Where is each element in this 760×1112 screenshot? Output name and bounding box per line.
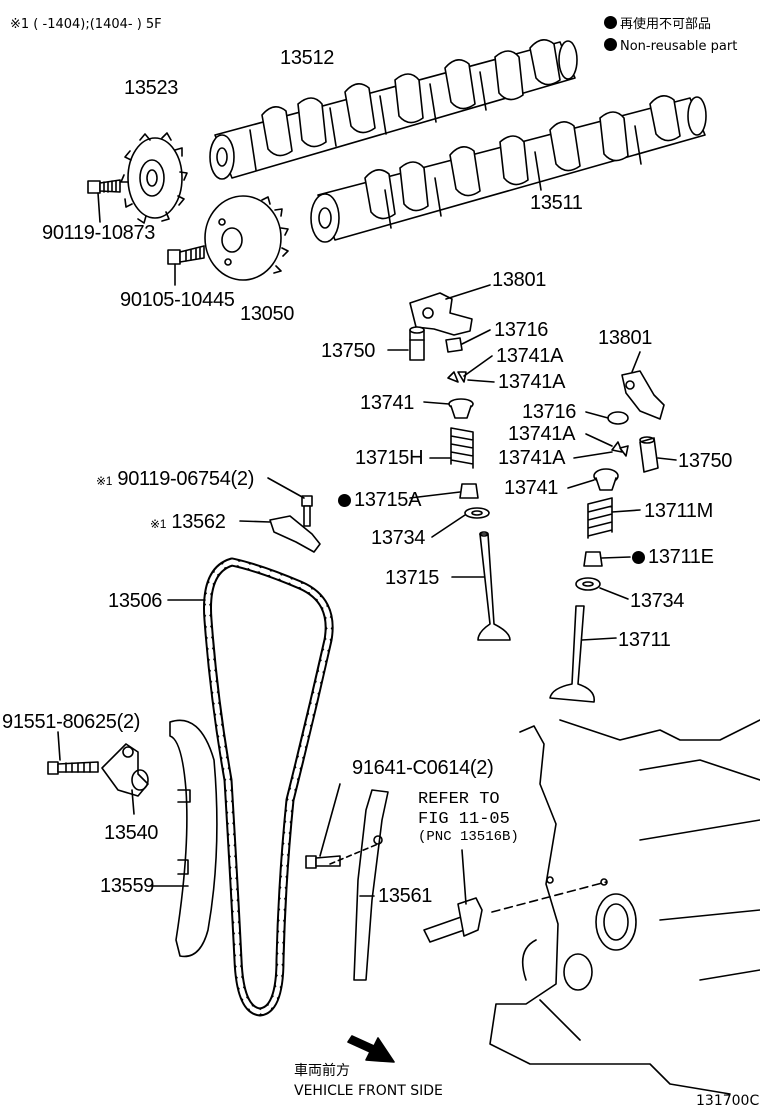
applicability-note: ※1 ( -1404);(1404- ) 5F bbox=[10, 17, 162, 32]
engine-block-drawing bbox=[489, 719, 760, 1095]
part-label-13741A-left-1[interactable]: 13741A bbox=[496, 345, 564, 367]
chain-guide-13561-drawing bbox=[353, 789, 389, 981]
lash-adjuster-13750-right-drawing bbox=[639, 436, 677, 473]
non-reusable-dot-icon bbox=[604, 38, 617, 51]
intake-valve-13711-drawing bbox=[549, 605, 617, 703]
non-reusable-dot-icon bbox=[632, 551, 645, 564]
part-label-91641-C0614[interactable]: 91641-C0614(2) bbox=[352, 757, 494, 779]
valve-spring-13711M-drawing bbox=[587, 497, 641, 539]
legend-jp-label: 再使用不可部品 bbox=[620, 17, 712, 32]
valve-cap-13716-right-drawing bbox=[585, 411, 629, 425]
valve-spring-13715H-drawing bbox=[429, 427, 474, 469]
valve-cap-13716-left-drawing bbox=[445, 329, 491, 353]
part-label-13711[interactable]: 13711 bbox=[618, 629, 671, 651]
bolt-91551-80625-drawing bbox=[47, 731, 99, 775]
part-label-13711E[interactable]: 13711E bbox=[632, 547, 714, 567]
part-label-90119-06754-text: 90119-06754(2) bbox=[117, 468, 255, 490]
part-label-13562-text: 13562 bbox=[171, 511, 226, 533]
part-label-13716-left[interactable]: 13716 bbox=[494, 319, 549, 341]
part-label-13540[interactable]: 13540 bbox=[104, 822, 159, 844]
bolt-90105-10445-drawing bbox=[167, 245, 205, 286]
part-label-90105-10445[interactable]: 90105-10445 bbox=[120, 289, 235, 311]
direction-jp: 車両前方 bbox=[294, 1063, 350, 1079]
part-label-13741A-right-1[interactable]: 13741A bbox=[508, 423, 576, 445]
rocker-arm-13801-right-drawing bbox=[621, 351, 665, 420]
part-label-13711M[interactable]: 13711M bbox=[644, 500, 713, 522]
part-label-13715[interactable]: 13715 bbox=[385, 567, 440, 589]
spring-seat-13734-right-drawing bbox=[575, 577, 629, 600]
spring-retainer-13741-left-drawing bbox=[423, 398, 474, 419]
part-label-13750-right[interactable]: 13750 bbox=[678, 450, 733, 472]
lash-adjuster-13750-left-drawing bbox=[387, 326, 425, 361]
part-label-13734-left[interactable]: 13734 bbox=[371, 527, 426, 549]
reference-line-2: FIG 11-05 bbox=[418, 809, 510, 829]
part-label-90119-06754[interactable]: ※1 90119-06754(2) bbox=[96, 469, 254, 489]
part-label-13734-right[interactable]: 13734 bbox=[630, 590, 685, 612]
spring-seat-13734-left-drawing bbox=[431, 507, 490, 538]
part-label-13750-left[interactable]: 13750 bbox=[321, 340, 376, 362]
valve-seal-13711E-drawing bbox=[583, 551, 631, 567]
part-label-91551-80625[interactable]: 91551-80625(2) bbox=[2, 711, 141, 733]
part-label-13741-right[interactable]: 13741 bbox=[504, 477, 559, 499]
bolt-90119-10873-drawing bbox=[87, 179, 121, 223]
part-label-13050[interactable]: 13050 bbox=[240, 303, 295, 325]
exhaust-valve-13715-drawing bbox=[451, 531, 511, 641]
part-label-13512[interactable]: 13512 bbox=[280, 47, 335, 69]
retainer-lock-13741A-right-drawing bbox=[573, 433, 629, 459]
part-label-13715A[interactable]: 13715A bbox=[338, 490, 421, 510]
part-label-13559[interactable]: 13559 bbox=[100, 875, 155, 897]
rocker-arm-13801-left-drawing bbox=[409, 284, 491, 336]
part-label-13715A-text: 13715A bbox=[354, 489, 422, 511]
non-reusable-dot-icon bbox=[338, 494, 351, 507]
part-label-13741A-right-2[interactable]: 13741A bbox=[498, 447, 566, 469]
sprocket-13523-drawing bbox=[120, 132, 188, 224]
spring-retainer-13741-right-drawing bbox=[567, 468, 619, 491]
note-marker: ※1 bbox=[96, 474, 113, 488]
chain-slipper-13559-drawing bbox=[149, 719, 218, 958]
bolt-90119-06754-drawing bbox=[267, 477, 313, 527]
retainer-lock-13741A-left-drawing bbox=[447, 355, 495, 383]
camshaft-13511-drawing bbox=[310, 95, 707, 243]
direction-en: VEHICLE FRONT SIDE bbox=[294, 1083, 443, 1099]
tensioner-13540-drawing bbox=[101, 743, 149, 815]
camshaft-13512-drawing bbox=[209, 39, 578, 180]
part-label-13523[interactable]: 13523 bbox=[124, 77, 179, 99]
part-label-13715H[interactable]: 13715H bbox=[355, 447, 424, 469]
part-label-90119-10873[interactable]: 90119-10873 bbox=[42, 222, 156, 244]
part-label-13741A-left-2[interactable]: 13741A bbox=[498, 371, 566, 393]
bolt-91641-C0614-drawing bbox=[305, 783, 379, 869]
part-label-13561[interactable]: 13561 bbox=[378, 885, 433, 907]
vvt-gear-13050-drawing bbox=[204, 195, 289, 281]
reference-line-3: (PNC 13516B) bbox=[418, 829, 519, 846]
part-label-13506[interactable]: 13506 bbox=[108, 590, 163, 612]
non-reusable-dot-icon bbox=[604, 16, 617, 29]
part-label-13711E-text: 13711E bbox=[648, 546, 714, 568]
legend-jp: 再使用不可部品 bbox=[604, 16, 711, 31]
valve-seal-13715A-drawing bbox=[409, 483, 479, 499]
vehicle-front-arrow-icon bbox=[347, 1035, 395, 1063]
part-label-13511[interactable]: 13511 bbox=[530, 192, 583, 214]
part-label-13741-left[interactable]: 13741 bbox=[360, 392, 415, 414]
part-label-13801-left[interactable]: 13801 bbox=[492, 269, 547, 291]
reference-note[interactable]: REFER TO FIG 11-05 (PNC 13516B) bbox=[418, 790, 519, 845]
diagram-code: 131700C bbox=[696, 1093, 760, 1109]
referenced-part-13516B-drawing bbox=[423, 849, 607, 943]
legend-en: Non-reusable part bbox=[604, 38, 737, 53]
part-label-13562[interactable]: ※1 13562 bbox=[150, 512, 226, 532]
timing-chain-13506-drawing bbox=[167, 557, 334, 1017]
note-marker: ※1 bbox=[150, 517, 167, 531]
reference-line-1: REFER TO bbox=[418, 790, 500, 809]
legend-en-label: Non-reusable part bbox=[620, 39, 738, 54]
part-label-13801-right[interactable]: 13801 bbox=[598, 327, 653, 349]
part-label-13716-right[interactable]: 13716 bbox=[522, 401, 577, 423]
chain-guide-13562-drawing bbox=[239, 515, 321, 553]
